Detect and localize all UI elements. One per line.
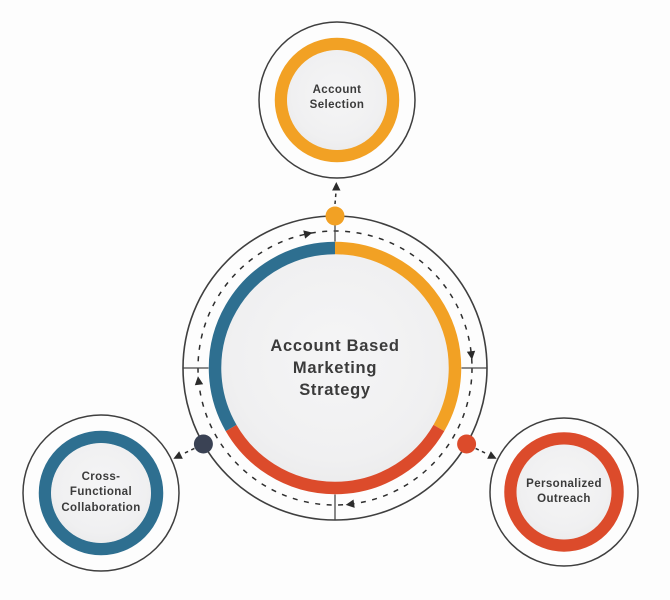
flow-arrow-icon-right: [466, 350, 476, 360]
connector-arrow-icon-bottom-right: [487, 451, 497, 459]
anchor-dot-navy: [193, 434, 213, 454]
connector-top: [334, 191, 337, 205]
node-inner-disc: [516, 444, 612, 540]
hub-circle-group: [173, 182, 497, 521]
flow-arrow-icon-left: [194, 376, 204, 386]
anchor-dot-red: [457, 434, 477, 454]
connector-arrow-icon-top: [332, 182, 341, 191]
node-ring-orange: [274, 37, 400, 163]
node-ring-teal: [38, 430, 164, 556]
node-cross-functional-collaboration: [22, 414, 180, 572]
flow-arrow-icon-bottom: [345, 499, 355, 508]
hub-inner-disc: [220, 253, 450, 483]
node-personalized-outreach: [489, 417, 639, 567]
flow-arrow-icon-top-left: [303, 230, 313, 239]
hub-arc-teal: [208, 241, 336, 432]
anchor-dot-orange: [325, 206, 345, 226]
connector-bottom-right: [475, 447, 489, 456]
connector-bottom-left: [181, 447, 195, 456]
node-account-selection: [258, 21, 416, 179]
connector-arrow-icon-bottom-left: [173, 451, 183, 459]
node-inner-disc: [51, 443, 151, 543]
node-ring-red: [504, 432, 624, 552]
hub-arc-red: [225, 424, 445, 495]
hub-arc-orange: [334, 241, 462, 432]
node-inner-disc: [287, 50, 387, 150]
